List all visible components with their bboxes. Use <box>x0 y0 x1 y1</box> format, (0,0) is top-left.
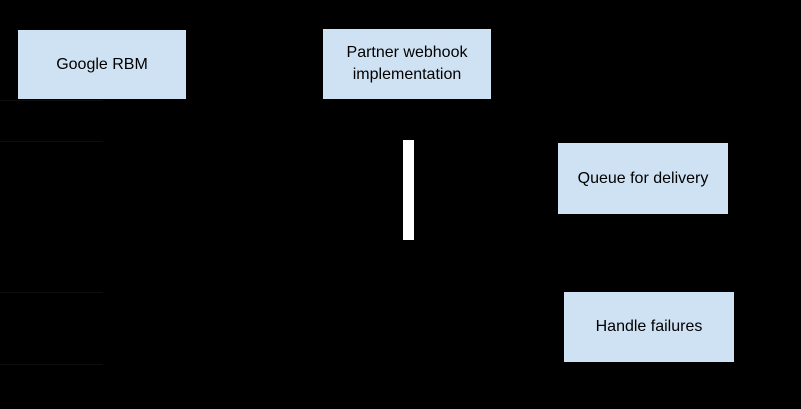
node-handle-failures: Handle failures <box>563 291 735 363</box>
node-handle-failures-label: Handle failures <box>595 318 703 335</box>
node-google-rbm: Google RBM <box>17 29 187 100</box>
node-queue-label: Queue for delivery <box>577 169 709 187</box>
lifeline-activation-bar <box>402 139 415 241</box>
node-partner-webhook-implementation: Partner webhook implementation <box>322 28 492 100</box>
faint-horizontal-line <box>0 100 103 101</box>
faint-horizontal-line <box>0 292 103 293</box>
node-partner-webhook-label: Partner webhook implementation <box>346 44 468 83</box>
faint-horizontal-line <box>0 141 103 142</box>
node-google-rbm-label: Google RBM <box>56 55 148 73</box>
node-queue-for-delivery: Queue for delivery <box>557 142 729 215</box>
faint-horizontal-line <box>0 364 103 365</box>
